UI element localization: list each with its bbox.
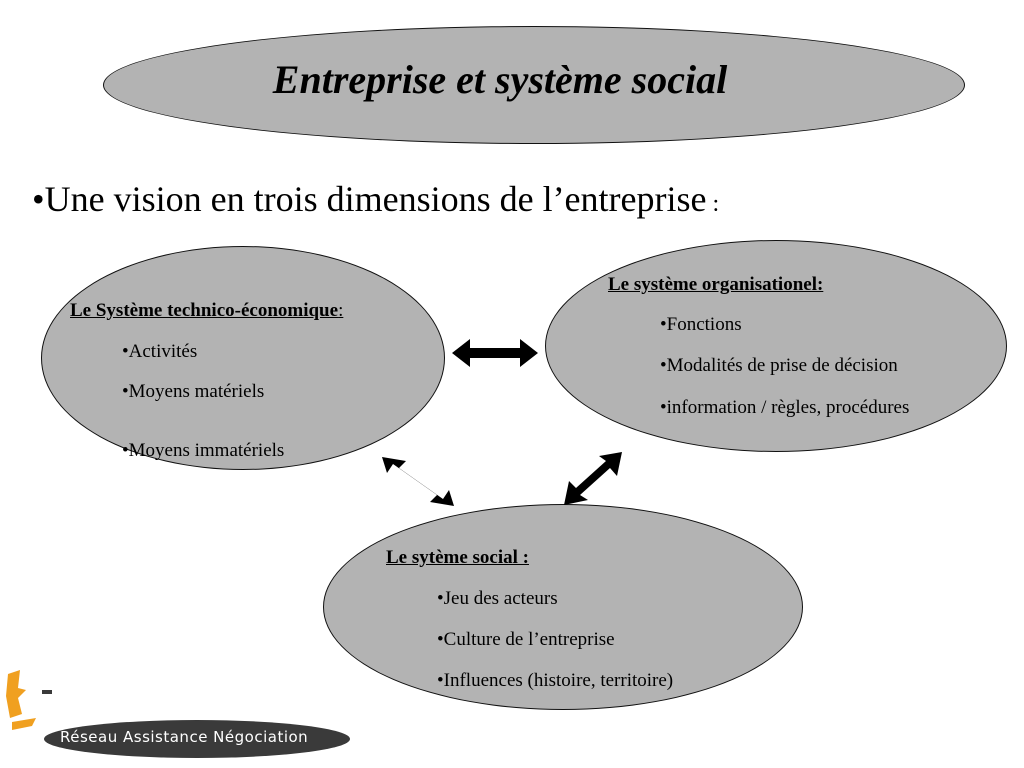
org-item-modalites: •Modalités de prise de décision bbox=[660, 355, 898, 376]
logo-banner bbox=[44, 720, 350, 758]
logo-mark-icon bbox=[6, 670, 52, 730]
tech-item-moyens-immateriels: •Moyens immatériels bbox=[122, 440, 285, 461]
social-system-ellipse bbox=[323, 504, 803, 710]
tech-system-title-suffix: : bbox=[338, 300, 344, 321]
tech-item-activites: •Activités bbox=[122, 341, 198, 362]
org-system-title: Le système organisationel: bbox=[608, 274, 824, 295]
social-item-influences: •Influences (histoire, territoire) bbox=[437, 670, 674, 691]
intro-line: •Une vision en trois dimensions de l’ent… bbox=[32, 178, 719, 220]
social-item-jeu-acteurs: •Jeu des acteurs bbox=[437, 588, 558, 609]
org-system-ellipse bbox=[545, 240, 1007, 452]
tech-system-title-text: Le Système technico-économique bbox=[70, 300, 339, 321]
double-arrow-icon bbox=[564, 452, 622, 505]
social-item-culture: •Culture de l’entreprise bbox=[437, 629, 615, 650]
social-system-title: Le sytème social : bbox=[386, 547, 529, 568]
intro-bullet: • bbox=[32, 179, 45, 219]
slide-title: Entreprise et système social bbox=[272, 57, 728, 102]
tech-system-ellipse bbox=[41, 246, 445, 470]
intro-text: Une vision en trois dimensions de l’entr… bbox=[44, 179, 707, 219]
org-item-fonctions: •Fonctions bbox=[660, 314, 742, 335]
tech-system-title: Le Système technico-économique: bbox=[70, 300, 343, 322]
org-item-information: •information / règles, procédures bbox=[660, 397, 910, 418]
tech-item-moyens-materiels: •Moyens matériels bbox=[122, 381, 265, 402]
logo-text: Réseau Assistance Négociation bbox=[60, 728, 309, 746]
double-arrow-icon bbox=[452, 339, 538, 367]
intro-colon: : bbox=[706, 191, 720, 217]
double-arrow-icon bbox=[382, 457, 454, 506]
title-ellipse bbox=[103, 26, 965, 144]
